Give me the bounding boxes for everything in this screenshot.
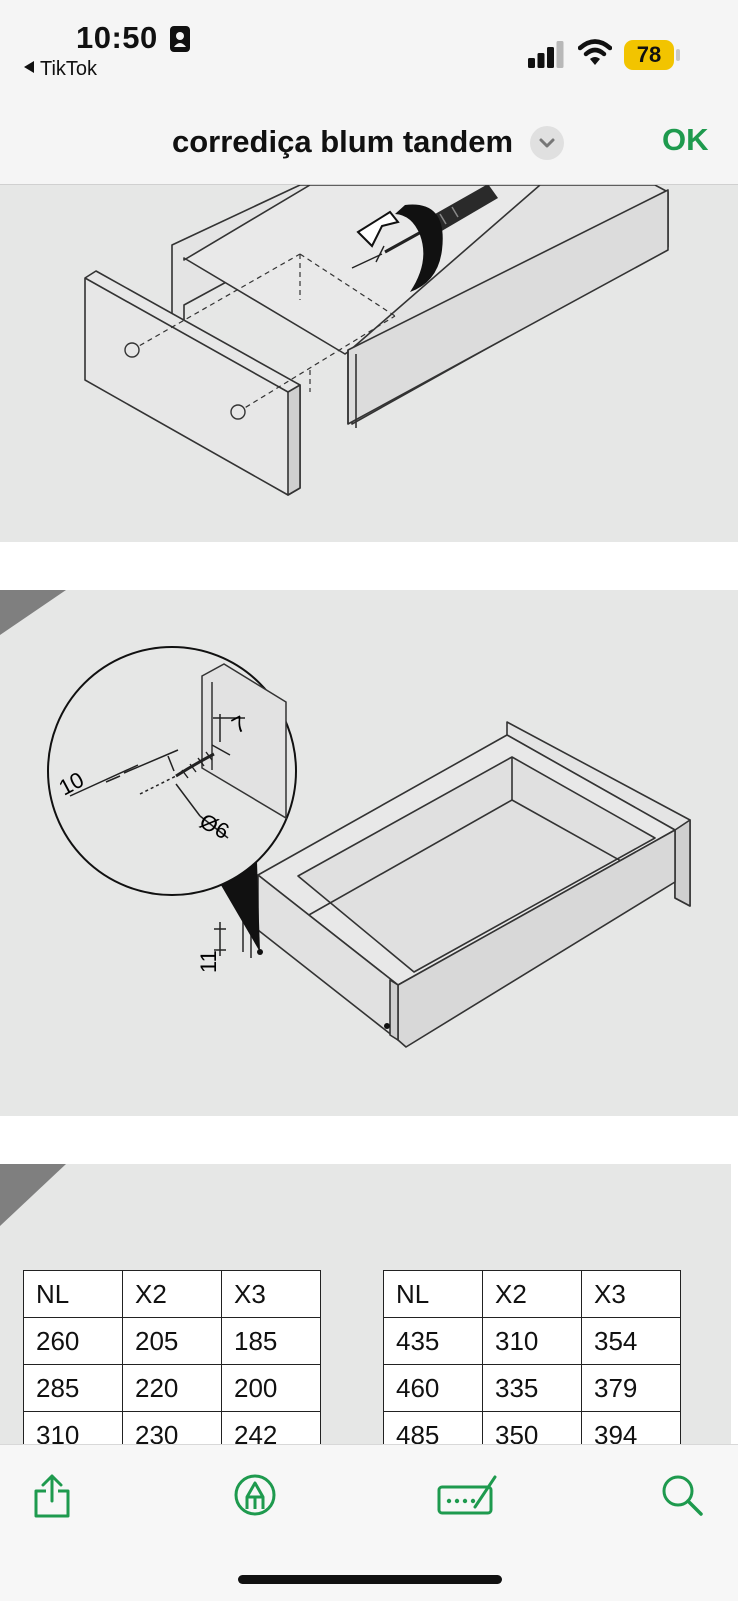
table-header-cell: X3 [581, 1270, 681, 1318]
drawer-drilling-illustration: 10 7 Ø6 11 [0, 590, 691, 1048]
nav-bar: corrediça blum tandem OK [0, 110, 738, 185]
table-cell: 230 [122, 1411, 222, 1444]
ok-button[interactable]: OK [662, 122, 709, 157]
title-menu-button[interactable] [530, 126, 564, 160]
back-to-app-link[interactable]: TikTok [24, 58, 97, 81]
table-cell: 260 [23, 1317, 123, 1365]
table-row: 285 220 200 [23, 1364, 321, 1412]
table-header-cell: X3 [221, 1270, 321, 1318]
chevron-down-icon [539, 138, 555, 148]
table-header-row: NL X2 X3 [23, 1270, 321, 1318]
table-cell: 185 [221, 1317, 321, 1365]
dimension-table-left: NL X2 X3 260 205 185 285 220 200 310 230… [23, 1270, 321, 1444]
table-cell: 379 [581, 1364, 681, 1412]
table-cell: 205 [122, 1317, 222, 1365]
dimension-table-right: NL X2 X3 435 310 354 460 335 379 485 350… [383, 1270, 681, 1444]
home-indicator[interactable] [238, 1575, 502, 1584]
table-header-cell: X2 [122, 1270, 222, 1318]
status-bar: 10:50 TikTok 78 [0, 0, 738, 110]
table-cell: 220 [122, 1364, 222, 1412]
table-cell: 354 [581, 1317, 681, 1365]
signal-icon [528, 41, 564, 68]
figure-drawer-front-mounting [0, 185, 738, 542]
dimension-tables-section: NL X2 X3 260 205 185 285 220 200 310 230… [0, 1164, 731, 1444]
table-header-cell: NL [383, 1270, 483, 1318]
bottom-toolbar [0, 1444, 738, 1601]
drawer-front-illustration [84, 185, 669, 496]
table-header-row: NL X2 X3 [383, 1270, 681, 1318]
dimension-11-label: 11 [196, 950, 221, 973]
wifi-icon [578, 39, 612, 65]
document-title[interactable]: corrediça blum tandem [172, 124, 514, 159]
back-arrow-icon [24, 61, 34, 73]
battery-icon: 78 [624, 40, 674, 70]
share-icon [34, 1474, 70, 1518]
table-cell: 200 [221, 1364, 321, 1412]
table-header-cell: X2 [482, 1270, 582, 1318]
markup-icon [234, 1474, 276, 1516]
table-cell: 335 [482, 1364, 582, 1412]
table-cell: 310 [482, 1317, 582, 1365]
status-time: 10:50 [76, 20, 158, 55]
table-header-cell: NL [23, 1270, 123, 1318]
table-row: 435 310 354 [383, 1317, 681, 1365]
section-corner-marker [0, 1164, 66, 1226]
table-cell: 350 [482, 1411, 582, 1444]
table-cell: 485 [383, 1411, 483, 1444]
signature-button[interactable] [437, 1473, 499, 1522]
share-button[interactable] [32, 1473, 72, 1524]
table-row: 260 205 185 [23, 1317, 321, 1365]
table-cell: 242 [221, 1411, 321, 1444]
signature-icon [437, 1475, 497, 1515]
table-row: 310 230 242 [23, 1411, 321, 1444]
table-row: 460 335 379 [383, 1364, 681, 1412]
id-card-icon [170, 26, 190, 52]
search-button[interactable] [660, 1473, 704, 1522]
table-row: 485 350 394 [383, 1411, 681, 1444]
markup-button[interactable] [233, 1473, 277, 1522]
figure-drilling-detail: 10 7 Ø6 11 [0, 590, 738, 1116]
battery-cap [676, 49, 680, 61]
table-cell: 460 [383, 1364, 483, 1412]
table-cell: 310 [23, 1411, 123, 1444]
table-cell: 435 [383, 1317, 483, 1365]
table-cell: 285 [23, 1364, 123, 1412]
back-app-label: TikTok [40, 58, 98, 80]
search-icon [662, 1475, 703, 1516]
table-cell: 394 [581, 1411, 681, 1444]
